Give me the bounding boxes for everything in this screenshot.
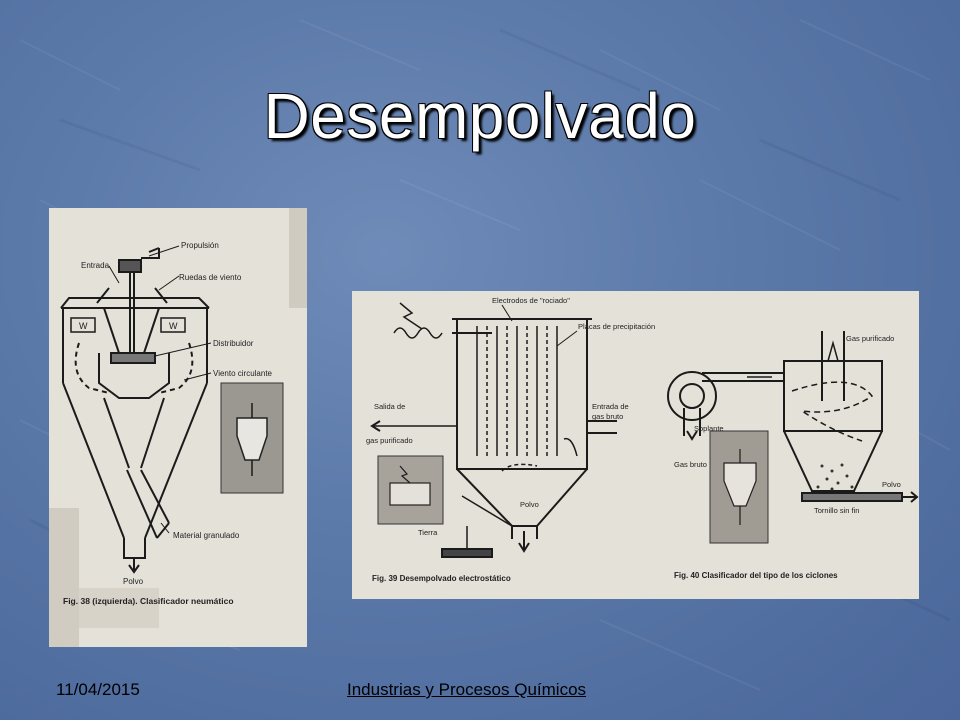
label-electrodos: Electrodos de "rociado" — [492, 296, 570, 305]
label-soplante: Soplante — [694, 424, 724, 433]
label-polvo-ciclon: Polvo — [882, 480, 901, 489]
label-salida-1: Salida de — [374, 402, 405, 411]
label-ruedas: Ruedas de viento — [179, 273, 242, 282]
label-gas-bruto: Gas bruto — [674, 460, 707, 469]
caption-fig-40: Fig. 40 Clasificador del tipo de los cic… — [674, 571, 838, 580]
label-distribuidor: Distribuidor — [213, 339, 254, 348]
caption-fig-38: Fig. 38 (izquierda). Clasificador neumát… — [63, 596, 234, 606]
label-tornillo: Tornillo sin fin — [814, 506, 859, 515]
label-placas: Placas de precipitación — [578, 322, 655, 331]
label-polvo-electro: Polvo — [520, 500, 539, 509]
label-viento: Viento circulante — [213, 369, 273, 378]
label-propulsion: Propulsión — [181, 241, 219, 250]
figure-electrostatic-cyclone: Electrodos de "rociado" Placas de precip… — [352, 291, 919, 599]
label-polvo: Polvo — [123, 577, 144, 586]
label-entrada: Entrada — [81, 261, 110, 270]
label-material: Material granulado — [173, 531, 240, 540]
label-tierra: Tierra — [418, 528, 438, 537]
figure-pneumatic-classifier: W W Propulsión — [49, 208, 307, 647]
label-entrada-1: Entrada de — [592, 402, 629, 411]
label-w-left: W — [79, 321, 88, 331]
footer-course-name[interactable]: Industrias y Procesos Químicos — [347, 680, 587, 699]
label-gas-purificado: Gas purificado — [846, 334, 894, 343]
label-w-right: W — [169, 321, 178, 331]
caption-fig-39: Fig. 39 Desempolvado electrostático — [372, 574, 511, 583]
label-salida-2: gas purificado — [366, 436, 413, 445]
label-entrada-2: gas bruto — [592, 412, 623, 421]
footer-date: 11/04/2015 — [56, 680, 140, 699]
slide-title: Desempolvado — [263, 80, 697, 152]
